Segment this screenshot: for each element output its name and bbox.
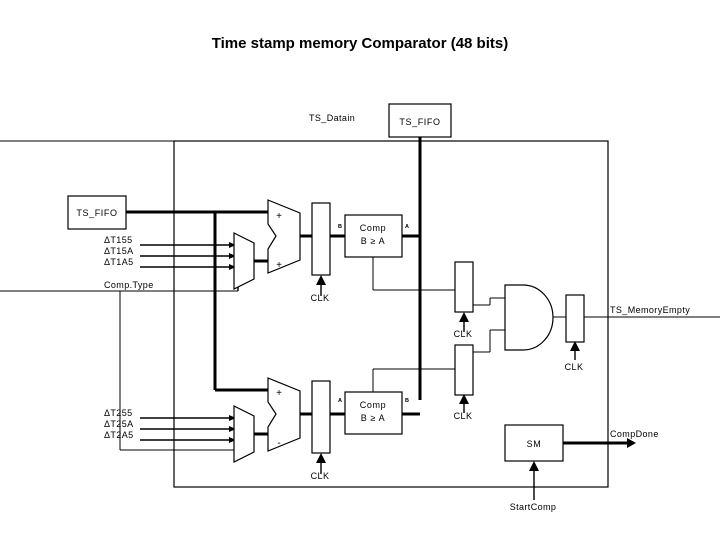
top-adder-sign-lower: + [276, 260, 282, 271]
delta-t25a-arrow [229, 426, 236, 432]
delta-t25a-label: ΔT25A [104, 419, 134, 429]
mid-lower-clk-arrow [459, 394, 469, 404]
bottom-comparator-port-b: B [405, 398, 409, 404]
clk-label-bottom-register: CLK [311, 471, 330, 481]
comp-done-label: CompDone [610, 429, 659, 439]
sm-block[interactable] [504, 424, 564, 462]
start-comp-arrow [529, 461, 539, 471]
bottom-adder-sign-upper: + [276, 388, 282, 399]
delta-t2a5-arrow [229, 437, 236, 443]
top-comparator-port-b: B [338, 224, 342, 230]
clk-label-top-register: CLK [311, 293, 330, 303]
top-adder[interactable] [267, 199, 301, 274]
ts-fifo-top-label: TS_FIFO [399, 117, 440, 127]
ts-memory-empty-label: TS_MemoryEmpty [610, 305, 690, 315]
delta-t15a-label: ΔT15A [104, 246, 134, 256]
delta-t255-label: ΔT255 [104, 408, 133, 418]
delta-t155-label: ΔT155 [104, 235, 133, 245]
delta-t155-arrow [229, 242, 236, 248]
ts-fifo-left-label: TS_FIFO [76, 208, 117, 218]
bottom-comparator-line1: Comp [360, 400, 386, 410]
delta-t1a5-arrow [229, 264, 236, 270]
and-gate[interactable] [504, 284, 554, 351]
mid-upper-register[interactable] [454, 261, 474, 313]
top-adder-sign-upper: + [276, 211, 282, 222]
mid-lower-register[interactable] [454, 344, 474, 396]
sm-label: SM [527, 439, 542, 449]
delta-t1a5-label: ΔT1A5 [104, 257, 134, 267]
delta-t255-arrow [229, 415, 236, 421]
top-mux[interactable] [233, 232, 255, 290]
top-comparator-line2: B ≥ A [361, 236, 385, 246]
output-register[interactable] [565, 294, 585, 343]
clk-label-mid-upper: CLK [454, 329, 473, 339]
top-comparator-line1: Comp [360, 223, 386, 233]
top-register-clk-arrow [316, 275, 326, 285]
bottom-comparator-port-a: A [338, 398, 342, 404]
top-pipeline-register[interactable] [311, 202, 331, 276]
delta-t2a5-label: ΔT2A5 [104, 430, 134, 440]
delta-t15a-arrow [229, 253, 236, 259]
bottom-register-clk-arrow [316, 453, 326, 463]
clk-label-output-register: CLK [565, 362, 584, 372]
comp-done-arrow [627, 438, 636, 448]
ts-fifo-left-block[interactable] [67, 195, 127, 230]
bottom-adder-sign-lower: - [277, 438, 280, 449]
bottom-comparator[interactable] [344, 391, 403, 435]
ts-datain-label: TS_Datain [309, 113, 355, 123]
bottom-mux[interactable] [233, 405, 255, 463]
bottom-pipeline-register[interactable] [311, 380, 331, 454]
mid-upper-clk-arrow [459, 312, 469, 322]
bottom-adder[interactable] [267, 377, 301, 452]
ts-fifo-top-block[interactable] [388, 103, 452, 138]
output-register-clk-arrow [570, 341, 580, 351]
start-comp-label: StartComp [510, 502, 557, 512]
comp-type-label: Comp.Type [104, 280, 154, 290]
page-title: Time stamp memory Comparator (48 bits) [212, 35, 508, 52]
clk-label-mid-lower: CLK [454, 411, 473, 421]
top-comparator-port-a: A [405, 224, 409, 230]
bottom-comparator-line2: B ≥ A [361, 413, 385, 423]
